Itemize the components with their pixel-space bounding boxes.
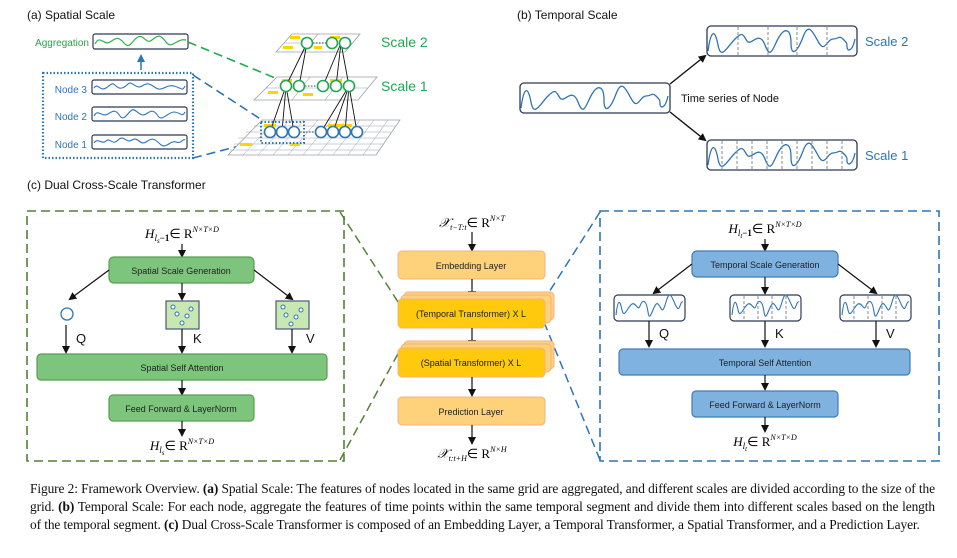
source-series-box bbox=[519, 82, 671, 114]
arrow-to-temporal-scale-1 bbox=[669, 111, 707, 142]
base-nodes bbox=[263, 125, 364, 139]
caption-c-text: Dual Cross-Scale Transformer is composed… bbox=[178, 517, 920, 532]
spatial-transformer-stack bbox=[397, 340, 555, 378]
pipeline-output: 𝒳t:t+H∈ RN×H bbox=[437, 445, 507, 463]
panel-c-title: (c) Dual Cross-Scale Transformer bbox=[27, 178, 206, 192]
pipeline-input: 𝒳t−T:t∈ RN×T bbox=[439, 214, 506, 232]
spatial-scale-2-label: Scale 2 bbox=[381, 34, 428, 50]
temporal-transformer-stack bbox=[397, 291, 555, 329]
temporal-v-label: V bbox=[886, 326, 895, 341]
spatial-transformer-block: Hls−1∈ RN×T×D Spatial Scale Generation Q… bbox=[26, 210, 345, 462]
node-2-waveform bbox=[93, 109, 186, 119]
caption-c-tag: (c) bbox=[163, 517, 179, 532]
spatial-zoom-connector-bottom bbox=[339, 349, 401, 461]
caption-a-text: Spatial Scale: The features of nodes loc… bbox=[30, 481, 935, 514]
caption-prefix: Figure 2: Framework Overview. bbox=[30, 481, 203, 496]
node-group-box bbox=[41, 71, 195, 160]
spatial-transformer-label: (Spatial Transformer) X L bbox=[421, 358, 522, 368]
panel-b-temporal-scale: (b) Temporal Scale Time series of Node S… bbox=[517, 8, 908, 171]
caption-b-text: Temporal Scale: For each node, aggregate… bbox=[30, 499, 935, 532]
node-2-label: Node 2 bbox=[55, 112, 88, 123]
panel-b-title: (b) Temporal Scale bbox=[517, 8, 618, 22]
node-3-label: Node 3 bbox=[55, 85, 88, 96]
temporal-scale-2-series bbox=[706, 25, 858, 57]
scale-2-nodes bbox=[300, 36, 352, 50]
spatial-zoom-connector-top bbox=[339, 211, 401, 306]
temporal-self-attention-label: Temporal Self Attention bbox=[719, 358, 812, 368]
spatial-v-label: V bbox=[306, 331, 315, 346]
source-waveform bbox=[520, 85, 669, 110]
spatial-scale-generation-label: Spatial Scale Generation bbox=[131, 266, 231, 276]
query-node-icon bbox=[60, 307, 74, 321]
base-grid-selection bbox=[260, 121, 305, 144]
spatial-block-input: Hls−1∈ RN×T×D bbox=[144, 225, 219, 245]
spatial-self-attention-label: Spatial Self Attention bbox=[140, 363, 223, 373]
pipeline: 𝒳t−T:t∈ RN×T Embedding Layer (Temporal T… bbox=[397, 214, 555, 463]
scale-connections bbox=[269, 42, 358, 133]
grid-layer-scale-1 bbox=[253, 76, 378, 101]
temporal-block-input: Hlt−1∈ RN×T×D bbox=[727, 220, 801, 240]
aggregation-label: Aggregation bbox=[35, 38, 89, 49]
figure-caption: Figure 2: Framework Overview. (a) Spatia… bbox=[30, 480, 935, 534]
key-series-icon bbox=[729, 294, 802, 322]
framework-diagram: (a) Spatial Scale Aggregation Node 3 Nod… bbox=[26, 8, 940, 463]
node-group-connector-top bbox=[192, 74, 263, 121]
temporal-scale-2-label: Scale 2 bbox=[865, 34, 908, 49]
spatial-block-frame bbox=[26, 210, 345, 462]
node-1-waveform bbox=[93, 137, 186, 147]
aggregation-series-box bbox=[92, 33, 189, 50]
key-grid-icon bbox=[165, 300, 200, 330]
temporal-k-label: K bbox=[775, 326, 784, 341]
spatial-k-label: K bbox=[193, 331, 202, 346]
panel-a-title: (a) Spatial Scale bbox=[27, 8, 115, 22]
value-series-icon bbox=[839, 294, 912, 322]
query-series-icon bbox=[613, 294, 686, 322]
temporal-scale-generation-label: Temporal Scale Generation bbox=[710, 260, 819, 270]
temporal-block-output: Hlt∈ RN×T×D bbox=[732, 433, 797, 453]
spatial-q-label: Q bbox=[76, 331, 86, 346]
panel-a-spatial-scale: (a) Spatial Scale Aggregation Node 3 Nod… bbox=[27, 8, 428, 160]
grid-layer-base bbox=[227, 119, 401, 156]
prediction-layer-label: Prediction Layer bbox=[438, 407, 503, 417]
temporal-zoom-connector-bottom bbox=[543, 321, 601, 461]
temporal-ffn-label: Feed Forward & LayerNorm bbox=[709, 400, 821, 410]
aggregation-connector bbox=[187, 41, 281, 81]
value-grid-icon bbox=[275, 300, 310, 330]
caption-a-tag: (a) bbox=[202, 481, 219, 496]
temporal-scale-1-series bbox=[706, 139, 858, 171]
temporal-zoom-connector-top bbox=[543, 211, 601, 301]
source-label: Time series of Node bbox=[681, 93, 779, 105]
scale-1-nodes bbox=[279, 79, 356, 93]
node-3-waveform bbox=[93, 82, 186, 90]
caption-b-tag: (b) bbox=[58, 499, 75, 514]
spatial-scale-1-label: Scale 1 bbox=[381, 78, 428, 94]
temporal-transformer-block: Hlt−1∈ RN×T×D Temporal Scale Generation … bbox=[599, 210, 940, 462]
spatial-block-output: Hls∈ RN×T×D bbox=[149, 437, 214, 457]
temporal-q-label: Q bbox=[659, 326, 669, 341]
temporal-transformer-label: (Temporal Transformer) X L bbox=[416, 309, 526, 319]
temporal-block-frame bbox=[599, 210, 940, 462]
temporal-scale-1-label: Scale 1 bbox=[865, 148, 908, 163]
embedding-layer-label: Embedding Layer bbox=[436, 261, 507, 271]
arrow-to-temporal-scale-2 bbox=[669, 54, 707, 85]
spatial-ffn-label: Feed Forward & LayerNorm bbox=[125, 404, 237, 414]
node-1-label: Node 1 bbox=[55, 140, 88, 151]
aggregation-waveform bbox=[94, 35, 187, 47]
